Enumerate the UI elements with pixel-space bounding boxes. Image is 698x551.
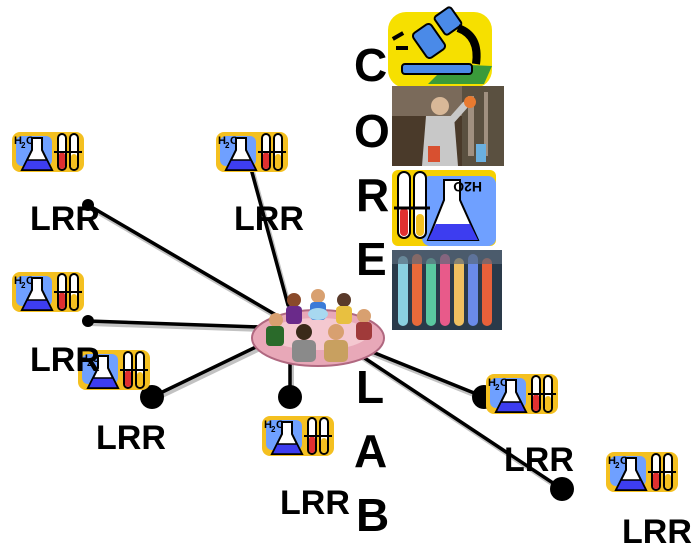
scientist-photo xyxy=(392,86,504,166)
meeting-group-icon xyxy=(251,289,385,367)
core-lab-letter-a: A xyxy=(354,425,388,477)
node-label-lrr: LRR xyxy=(96,419,166,457)
node-label-lrr: LRR xyxy=(30,200,100,238)
core-lab-letter-c: C xyxy=(354,39,388,91)
core-lab-letter-b: B xyxy=(356,489,390,541)
node-label-lrr: LRR xyxy=(30,341,100,379)
svg-text:H2O: H2O xyxy=(453,179,482,195)
core-lab-letter-o: O xyxy=(354,105,390,157)
core-lab-letter-l: L xyxy=(356,361,385,413)
lab-icon xyxy=(215,131,289,173)
lab-icon xyxy=(261,415,335,457)
flask-clipart-icon: H2O xyxy=(392,170,496,246)
node-label-lrr: LRR xyxy=(234,200,304,238)
lab-icon xyxy=(11,271,85,313)
lab-icon xyxy=(485,373,559,415)
microscope-icon xyxy=(388,6,492,88)
node-label-lrr: LRR xyxy=(622,513,692,551)
test-tubes-photo xyxy=(392,250,502,330)
node-label-lrr: LRR xyxy=(280,484,350,522)
node-label-lrr: LRR xyxy=(504,441,574,479)
lab-icon xyxy=(605,451,679,493)
core-lab-letter-r: R xyxy=(356,169,390,221)
core-lab-letter-e: E xyxy=(356,233,387,285)
lab-icon xyxy=(11,131,85,173)
